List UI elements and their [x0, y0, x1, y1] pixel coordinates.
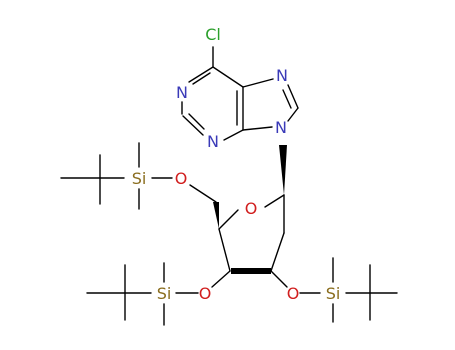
bond-n9-c1prime-wedge: [279, 145, 287, 195]
bond-c5prime-o5prime: [189, 184, 217, 203]
bond-c3prime-c2prime-bold: [231, 268, 271, 274]
bond-c6-n1: [188, 66, 214, 83]
atom-n9: N: [275, 118, 287, 137]
atom-chlorine: Cl: [205, 25, 221, 44]
atom-label-layer: Cl N N N N O O O O Si Si Si: [132, 25, 341, 303]
bond-c3prime-o3prime: [211, 270, 231, 288]
atom-n7: N: [276, 66, 288, 85]
atom-si-top: Si: [132, 169, 147, 188]
bond-n3-c4: [223, 129, 244, 141]
bond-n7-c8-inner: [282, 89, 292, 109]
bond-c1prime-o4prime: [264, 194, 285, 208]
bond-c2-n3: [182, 115, 204, 136]
bond-c2prime-c1prime-side: [270, 232, 285, 272]
bond-c2-n3-inner: [188, 113, 205, 130]
atom-o5prime: O: [175, 169, 188, 188]
bond-o4prime-c4prime: [218, 209, 239, 230]
bond-layer: [60, 46, 398, 326]
bond-c2prime-o2prime: [270, 270, 288, 288]
atom-n1: N: [176, 83, 188, 102]
atom-si-right: Si: [326, 284, 341, 303]
atom-o3prime: O: [199, 284, 212, 303]
bond-n7-c8: [287, 84, 299, 109]
bond-c5-c6: [212, 66, 244, 88]
atom-o2prime: O: [287, 284, 300, 303]
atom-ring-oxygen: O: [245, 199, 258, 218]
bond-n9-c4: [242, 126, 273, 131]
atom-si-left: Si: [157, 284, 172, 303]
bond-c4prime-c5prime-wedge: [213, 202, 219, 229]
atom-n3: N: [207, 132, 219, 151]
bond-c4prime-c3prime: [218, 228, 231, 272]
bond-c5-n7: [242, 78, 274, 88]
bond-c6-n1-inner: [192, 72, 211, 85]
bond-c8-n9: [287, 107, 299, 122]
